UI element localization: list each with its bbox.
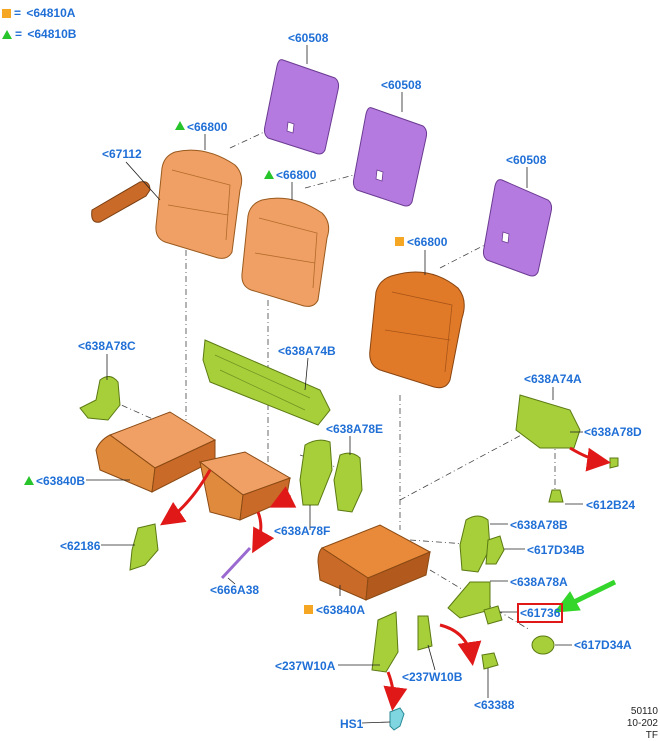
triangle-marker-icon	[2, 30, 12, 40]
callout-66800[interactable]: <66800	[276, 168, 317, 182]
callout-61736-highlighted[interactable]: <61736	[516, 603, 564, 623]
callout-612B24[interactable]: <612B24	[586, 498, 636, 512]
callout-63840B[interactable]: <63840B	[36, 474, 86, 488]
part-HS1	[389, 707, 405, 731]
triangle-marker-icon	[24, 476, 34, 485]
square-marker-icon	[304, 605, 313, 614]
cushion-63840B	[95, 411, 292, 521]
clip-638A78D	[609, 457, 619, 469]
callout-60508[interactable]: <60508	[288, 31, 329, 45]
legend-item-triangle: = <64810B	[2, 27, 76, 41]
bracket-638A74A	[515, 394, 581, 449]
bracket-638A78F	[299, 439, 333, 506]
cover-237W10A	[371, 611, 399, 673]
callout-237W10B[interactable]: <237W10B	[402, 670, 463, 684]
callout-638A74A[interactable]: <638A74A	[524, 372, 582, 386]
pad-60508-a	[263, 59, 340, 155]
seat-backs-light	[155, 149, 330, 307]
callout-63840A[interactable]: <63840A	[316, 603, 366, 617]
drawing-stamp-line3: TF	[645, 730, 658, 741]
legend-code: <64810A	[26, 6, 76, 20]
callout-638A78B[interactable]: <638A78B	[510, 518, 568, 532]
hinge-638A78C	[79, 376, 121, 421]
callout-237W10A[interactable]: <237W10A	[275, 659, 336, 673]
callout-67112[interactable]: <67112	[102, 147, 142, 161]
red-arrows	[160, 446, 611, 711]
wire-666A38	[220, 546, 252, 580]
callout-638A78C[interactable]: <638A78C	[78, 339, 136, 353]
callout-638A74B[interactable]: <638A74B	[278, 344, 336, 358]
legend-code: <64810B	[27, 27, 77, 41]
square-marker-icon	[395, 237, 404, 246]
part-61736	[483, 605, 503, 625]
legend-item-square: = <64810A	[2, 6, 75, 20]
callout-638A78F[interactable]: <638A78F	[274, 524, 331, 538]
part-63388	[481, 652, 499, 670]
callout-60508[interactable]: <60508	[381, 78, 422, 92]
seat-back-66800-b	[241, 197, 330, 307]
triangle-marker-icon	[175, 121, 185, 130]
bolster-67112	[91, 181, 151, 223]
callout-66800[interactable]: <66800	[187, 120, 228, 134]
pad-60508-c	[482, 179, 553, 277]
callout-638A78D[interactable]: <638A78D	[584, 425, 642, 439]
callout-638A78E[interactable]: <638A78E	[326, 422, 384, 436]
seat-back-66800-a	[155, 149, 243, 259]
bracket-617D34B	[485, 535, 505, 565]
callout-HS1[interactable]: HS1	[340, 717, 364, 731]
callout-617D34B[interactable]: <617D34B	[527, 543, 585, 557]
green-arrow	[553, 579, 617, 613]
part-62186	[129, 523, 159, 571]
callout-62186[interactable]: <62186	[60, 539, 101, 553]
callout-60508[interactable]: <60508	[506, 153, 547, 167]
bracket-638A78B	[459, 515, 491, 573]
knob-617D34A	[531, 635, 555, 655]
callout-666A38[interactable]: <666A38	[210, 583, 260, 597]
cover-237W10B	[417, 615, 433, 651]
drawing-stamp-line2: 10-202	[626, 718, 658, 729]
callout-617D34A[interactable]: <617D34A	[574, 638, 632, 652]
callout-63388[interactable]: <63388	[474, 698, 515, 712]
bracket-638A78A	[447, 581, 491, 619]
pin-612B24	[548, 489, 564, 503]
bracket-638A78E	[333, 452, 363, 513]
triangle-marker-icon	[264, 170, 274, 179]
bracket-638A74B	[202, 339, 331, 426]
callout-66800[interactable]: <66800	[407, 235, 448, 249]
seat-back-66800-c	[369, 271, 465, 389]
drawing-stamp-line1: 50110	[630, 706, 658, 717]
square-marker-icon	[2, 9, 11, 19]
callout-638A78A[interactable]: <638A78A	[510, 575, 568, 589]
pad-60508-b	[352, 107, 428, 207]
cushion-63840A	[317, 524, 432, 601]
seat-back-pads	[263, 59, 553, 277]
